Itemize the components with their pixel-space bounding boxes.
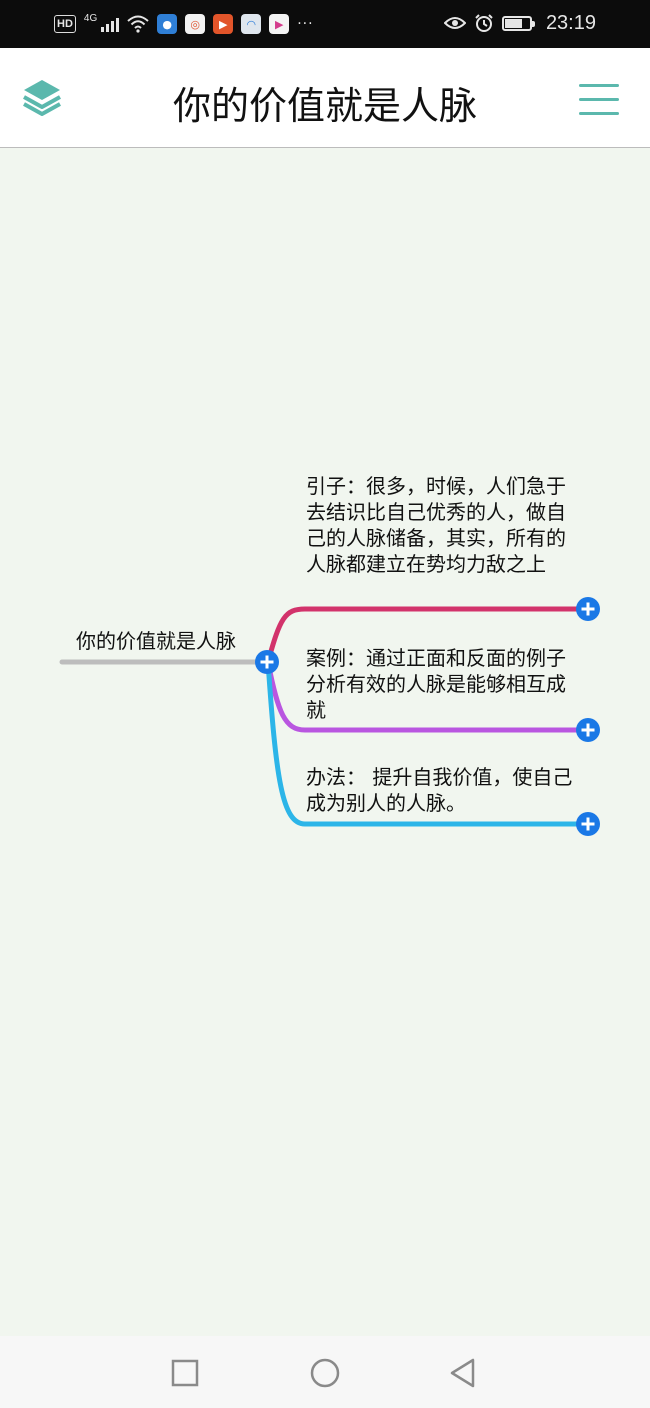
back-triangle-icon[interactable] xyxy=(446,1356,480,1390)
status-bar: HD 4G ● ◎ ▶ ◠ ▶ ··· 23:19 xyxy=(0,0,650,48)
signal-type-label: 4G xyxy=(83,12,98,24)
layers-icon xyxy=(23,80,61,116)
app-notification-icon: ◎ xyxy=(185,14,206,34)
status-left-group: HD 4G ● ◎ ▶ ◠ ▶ ··· xyxy=(54,13,314,35)
branch-line-1 xyxy=(265,606,591,665)
eye-icon xyxy=(444,17,466,29)
system-nav-bar xyxy=(0,1336,650,1408)
signal-icon xyxy=(101,16,120,32)
app-notification-icon: ▶ xyxy=(213,14,234,34)
recent-apps-square-icon[interactable] xyxy=(168,1356,202,1390)
mindmap-connectors xyxy=(59,606,591,827)
child-2-expand-button[interactable] xyxy=(576,718,600,742)
page-title: 你的价值就是人脉 xyxy=(172,84,477,128)
app-notification-icon: ● xyxy=(157,14,178,34)
child-node-label-3[interactable]: 办法： 提升自我价值，使自己成为别人的人脉。 xyxy=(306,765,573,815)
hamburger-menu-icon xyxy=(579,84,619,115)
wifi-icon xyxy=(127,15,149,33)
home-circle-icon[interactable] xyxy=(308,1356,342,1390)
more-notifications-indicator: ··· xyxy=(297,16,314,32)
menu-button[interactable] xyxy=(574,79,624,119)
hd-icon: HD xyxy=(54,15,76,33)
layers-button[interactable] xyxy=(18,76,66,120)
app-notification-icon: ◠ xyxy=(241,14,262,34)
app-notification-icon: ▶ xyxy=(269,14,290,34)
child-1-expand-button[interactable] xyxy=(576,597,600,621)
battery-icon xyxy=(502,15,535,31)
child-3-expand-button[interactable] xyxy=(576,812,600,836)
alarm-icon xyxy=(475,14,493,32)
child-node-label-1[interactable]: 引子：很多，时候，人们急于去结识比自己优秀的人，做自己的人脉储备，其实，所有的人… xyxy=(306,474,566,576)
root-node-label[interactable]: 你的价值就是人脉 xyxy=(76,629,236,653)
child-node-label-2[interactable]: 案例：通过正面和反面的例子分析有效的人脉是能够相互成就 xyxy=(306,646,566,722)
status-time: 23:19 xyxy=(545,12,596,34)
mindmap-canvas[interactable]: 你的价值就是人脉 引子：很多，时候，人们急于去结识比自己优秀的人，做自己的人脉储… xyxy=(0,148,650,1336)
root-expand-button[interactable] xyxy=(255,650,279,674)
branch-line-3 xyxy=(265,659,591,827)
app-header: 你的价值就是人脉 xyxy=(0,48,650,148)
status-right-group xyxy=(444,13,535,33)
